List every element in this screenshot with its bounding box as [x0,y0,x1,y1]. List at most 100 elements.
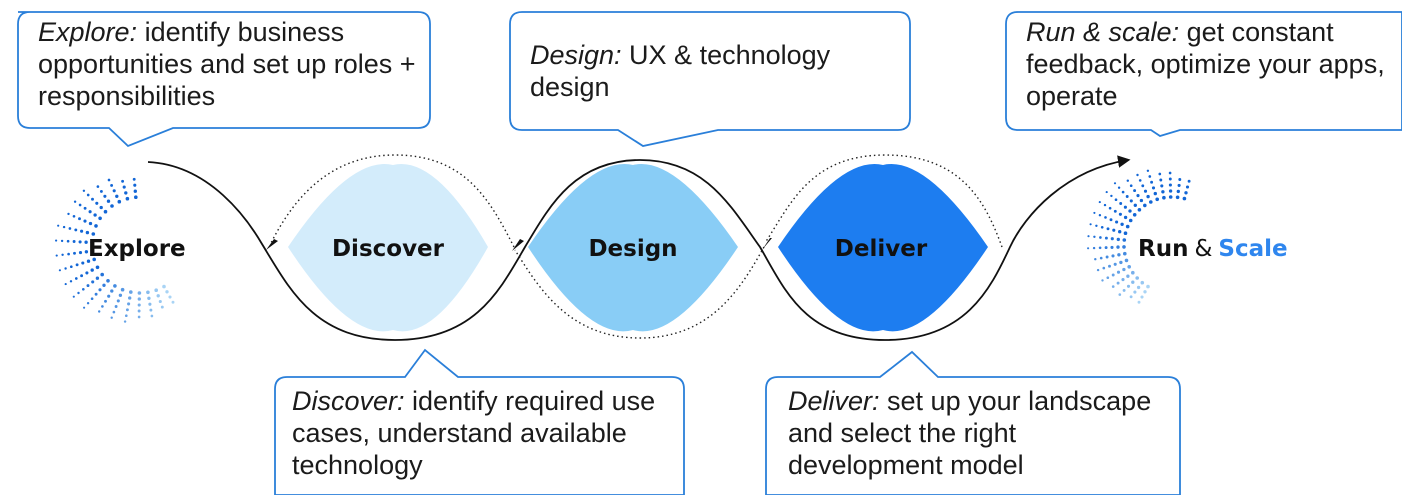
callout-explore: Explore: identify business opportunities… [38,16,424,112]
arc-dot [1129,184,1133,188]
callout-discover-box [274,348,685,495]
arc-dot [100,272,104,277]
arc-dot [107,294,111,298]
arc-dot [86,259,91,263]
arc-dot [1087,235,1090,238]
arc-dot [1175,195,1180,200]
arc-dot [64,267,67,270]
arc-dot [110,204,114,208]
arc-dot [83,206,87,210]
arc-dot [1111,285,1115,288]
arc-dot [106,199,111,203]
arc-dot [1126,179,1130,182]
arc-dot [1177,183,1181,187]
arc-dot [133,189,137,193]
arc-dot [69,265,73,269]
explore-dot-arc [55,177,175,323]
arc-dot [1168,171,1172,175]
arc-dot [1118,212,1122,216]
arc-dot [66,239,70,243]
arc-dot [1131,280,1135,284]
arc-dot [1094,258,1097,261]
callout-deliver: Deliver: set up your landscape and selec… [788,385,1176,481]
arc-dot [85,230,90,235]
arc-dot [1146,169,1150,172]
arc-dot [1131,270,1135,275]
arc-dot [1101,279,1104,282]
arc-dot [1113,262,1117,266]
arc-dot [112,189,116,193]
arc-dot [80,229,84,233]
arc-dot [1099,256,1103,260]
arc-dot [1161,190,1165,194]
arc-dot [1112,228,1116,232]
arc-dot [69,280,73,283]
arc-dot [129,290,133,294]
arc-dot [74,228,78,232]
arc-dot [127,302,131,306]
arc-dot [102,283,106,287]
arc-dot [1102,266,1106,270]
callout-run-scale-key: Run & scale: [1026,17,1180,47]
arc-dot [1104,236,1108,240]
arc-dot [1111,254,1115,258]
arc-dot [1116,245,1120,249]
arc-dot [1137,300,1141,304]
arc-dot [115,194,119,198]
arc-dot [81,287,85,291]
arc-dot [84,240,88,244]
arc-dot [1162,195,1166,200]
arc-dot [1106,276,1110,280]
arc-dot [1098,214,1102,217]
arc-dot [110,183,114,187]
arc-dot [1151,186,1156,190]
arc-dot [1129,199,1133,203]
arc-dot [62,225,66,229]
arc-dot [137,309,141,313]
arc-dot [1133,203,1137,207]
arc-dot [1123,205,1127,209]
callout-design: Design: UX & technology design [530,39,902,103]
arc-dot [73,251,76,255]
callout-design-box [509,11,911,147]
arc-dot [1143,290,1147,294]
arc-dot [67,252,70,256]
arc-dot [1121,278,1125,282]
arc-dot [1153,191,1157,196]
arc-dot [73,200,77,203]
arc-dot [1128,209,1132,213]
flow-curve-solid [147,155,1131,341]
arc-dot [128,296,132,300]
arc-dot [1117,253,1121,257]
arc-dot [149,308,153,312]
arc-dot [103,194,107,198]
callout-explore-key: Explore: [38,17,138,47]
arc-dot [1113,182,1117,185]
arc-dot [72,214,76,218]
arc-dot [1093,235,1096,238]
arc-dot [1122,245,1126,249]
arc-dot [123,320,127,323]
arc-dot [1127,265,1131,269]
callout-discover: Discover: identify required use cases, u… [292,385,678,481]
stage-label-design: Design [588,236,677,262]
arc-dot [1116,270,1121,274]
arc-dot [1143,189,1148,193]
arc-dot [1140,295,1144,299]
arc-dot [121,179,125,183]
arc-dot [120,287,125,292]
arc-dot [72,240,76,243]
arc-dot [1185,185,1190,189]
arc-dot [1139,198,1144,203]
callout-deliver-key: Deliver: [788,386,880,416]
arc-dot [78,251,83,255]
stage-label-run-scale: Run&Scale [1138,236,1288,262]
arc-dot [78,203,82,207]
arc-dot [104,299,107,303]
arc-dot [88,210,92,214]
arc-dot [1119,202,1123,205]
arc-dot [1110,237,1114,241]
arc-dot [93,213,97,217]
arc-dot [124,191,128,195]
